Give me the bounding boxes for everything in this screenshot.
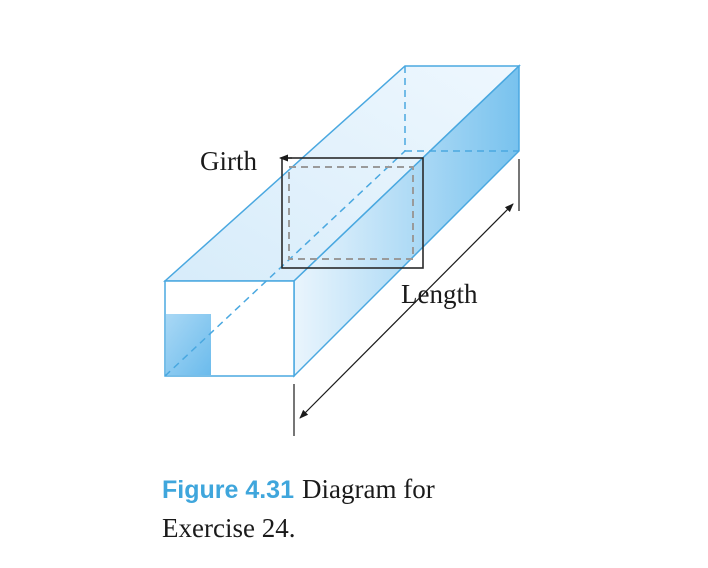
caption-line-1: Diagram for — [302, 474, 435, 504]
hidden-edge-diagonal — [164, 150, 406, 377]
length-dimension-line — [299, 203, 514, 419]
cross-section-square — [166, 314, 211, 375]
figure-caption: Figure 4.31 Diagram for Exercise 24. — [162, 470, 682, 547]
length-label: Length — [401, 279, 478, 309]
girth-label: Girth — [200, 146, 257, 176]
caption-line-2: Exercise 24. — [162, 513, 296, 543]
figure-number: Figure 4.31 — [162, 476, 294, 504]
